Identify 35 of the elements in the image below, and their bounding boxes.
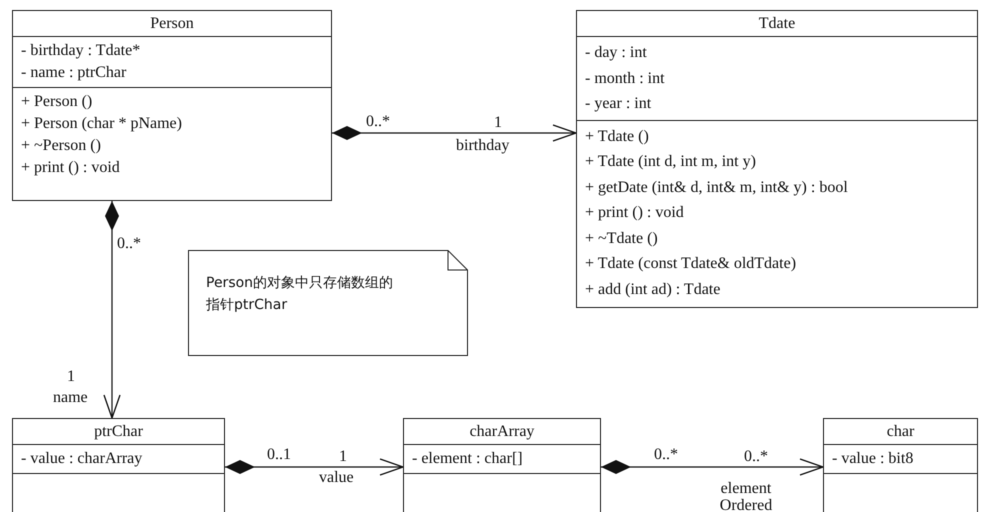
- class-box: [576, 10, 978, 308]
- attribute-text: - element : char[]: [412, 450, 523, 467]
- composition-arrow: [103, 201, 121, 419]
- attribute-text: - value : bit8: [832, 450, 914, 467]
- operation-text: + Person (char * pName): [21, 115, 182, 132]
- class-name: ptrChar: [94, 423, 143, 440]
- composition-arrow: [332, 124, 577, 142]
- role-label: birthday: [455, 137, 510, 154]
- operation-text: + Tdate (const Tdate& oldTdate): [585, 255, 796, 272]
- class-box: [403, 418, 601, 512]
- attribute-text: - name : ptrChar: [21, 64, 126, 81]
- attribute-text: - month : int: [585, 70, 665, 86]
- attribute-text: - value : charArray: [21, 450, 142, 467]
- composition-arrow: [225, 458, 404, 476]
- class-box: [12, 418, 225, 512]
- class-name: Tdate: [758, 15, 796, 32]
- operation-text: + ~Person (): [21, 137, 101, 154]
- composition-arrow: [601, 458, 824, 476]
- operation-text: + Tdate (int d, int m, int y): [585, 153, 756, 170]
- class-name: char: [886, 423, 914, 440]
- operation-text: + Person (): [21, 93, 92, 110]
- class-box: [12, 10, 332, 201]
- class-name: charArray: [470, 423, 534, 440]
- attribute-text: - year : int: [585, 95, 652, 112]
- operation-text: + add (int ad) : Tdate: [585, 280, 720, 298]
- attribute-text: - birthday : Tdate*: [21, 42, 140, 59]
- operation-text: + ~Tdate (): [585, 230, 658, 246]
- note-text: Person的对象中只存储数组的指针ptrChar: [206, 275, 394, 313]
- class-box: [823, 418, 978, 512]
- class-name: Person: [150, 15, 194, 32]
- operation-text: + print () : void: [21, 159, 120, 176]
- operation-text: + Tdate (): [585, 128, 649, 144]
- attribute-text: - day : int: [585, 44, 647, 61]
- operation-text: + getDate (int& d, int& m, int& y) : bool: [585, 178, 848, 196]
- operation-text: + print () : void: [585, 204, 684, 221]
